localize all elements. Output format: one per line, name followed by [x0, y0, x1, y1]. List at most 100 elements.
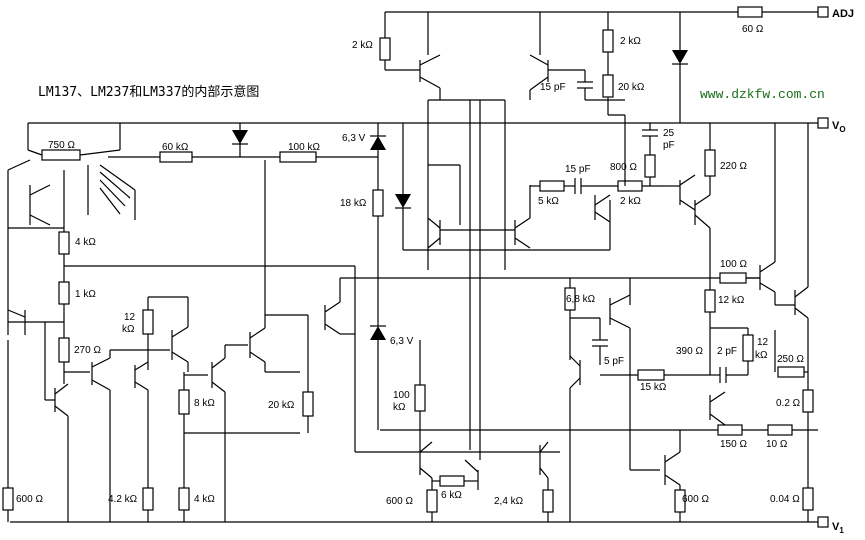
resistor-600-a: [2, 487, 14, 511]
svg-text:4.2 kΩ: 4.2 kΩ: [108, 494, 138, 505]
svg-text:4 kΩ: 4 kΩ: [194, 494, 215, 505]
svg-text:6,3 V: 6,3 V: [390, 336, 414, 347]
svg-text:2,4 kΩ: 2,4 kΩ: [494, 496, 524, 507]
resistor-750: [41, 149, 81, 161]
resistor-12k-r: [742, 334, 754, 362]
svg-text:2 kΩ: 2 kΩ: [620, 196, 641, 207]
resistor-10: [767, 424, 793, 436]
svg-text:600 Ω: 600 Ω: [16, 494, 43, 505]
diagram-title: LM137、LM237和LM337的内部示意图: [38, 84, 259, 100]
resistor-600-b: [426, 489, 438, 513]
resistor-4k-b: [178, 487, 190, 511]
svg-text:10 Ω: 10 Ω: [766, 439, 788, 450]
svg-text:8 kΩ: 8 kΩ: [194, 398, 215, 409]
svg-text:25: 25: [663, 128, 675, 139]
resistor-2k-b: [602, 29, 614, 53]
svg-text:2 pF: 2 pF: [717, 346, 737, 357]
watermark: www.dzkfw.com.cn: [700, 87, 825, 102]
resistor-20k-top: [602, 74, 614, 98]
svg-text:12: 12: [757, 337, 769, 348]
right-block: 220 Ω 100 Ω 12 kΩ 12 kΩ 390 Ω 2: [665, 123, 814, 522]
svg-text:15 pF: 15 pF: [565, 164, 591, 175]
resistor-220: [704, 149, 716, 177]
svg-text:270 Ω: 270 Ω: [74, 345, 101, 356]
svg-text:600 Ω: 600 Ω: [682, 494, 709, 505]
svg-text:15 pF: 15 pF: [540, 82, 566, 93]
vo-terminal: [817, 117, 829, 129]
resistor-270: [58, 337, 70, 363]
resistor-4k-a: [58, 231, 70, 255]
vi-label: V1: [832, 521, 844, 535]
terminals: ADJ VO V1: [817, 6, 854, 535]
resistor-20k-mid: [302, 391, 314, 417]
svg-text:60 Ω: 60 Ω: [742, 24, 764, 35]
resistor-12k-a: [142, 309, 154, 335]
svg-text:5 kΩ: 5 kΩ: [538, 196, 559, 207]
svg-text:800 Ω: 800 Ω: [610, 162, 637, 173]
resistor-0-2: [802, 389, 814, 413]
lower-mid-block: 600 Ω 6 kΩ 2,4 kΩ: [386, 441, 554, 522]
resistor-4-2k: [142, 487, 154, 511]
svg-text:kΩ: kΩ: [122, 324, 135, 335]
resistor-8k: [178, 389, 190, 415]
svg-text:18 kΩ: 18 kΩ: [340, 198, 367, 209]
diode-top-right: [672, 50, 688, 64]
resistor-18k: [372, 189, 384, 217]
resistor-100k: [279, 151, 317, 163]
resistor-60-adj: [737, 6, 763, 18]
svg-text:2 kΩ: 2 kΩ: [352, 40, 373, 51]
svg-text:20 kΩ: 20 kΩ: [268, 400, 295, 411]
resistor-2k-c: [617, 180, 643, 192]
svg-text:15 kΩ: 15 kΩ: [640, 382, 667, 393]
resistor-5k: [539, 180, 565, 192]
svg-text:100 kΩ: 100 kΩ: [288, 142, 320, 153]
resistor-60k: [159, 151, 193, 163]
vo-label: VO: [832, 120, 846, 134]
vi-terminal: [817, 516, 829, 528]
svg-text:20 kΩ: 20 kΩ: [618, 82, 645, 93]
lower-left-block: 600 Ω 12 kΩ 4.2 kΩ: [2, 160, 356, 522]
zener-top: [370, 136, 386, 150]
zener-mid: [370, 326, 386, 340]
resistor-100k-mid: [414, 384, 426, 412]
resistor-15k: [637, 369, 665, 381]
svg-text:pF: pF: [663, 140, 675, 151]
svg-text:0.04 Ω: 0.04 Ω: [770, 494, 800, 505]
svg-text:5 pF: 5 pF: [604, 356, 624, 367]
middle-block: 5 kΩ 15 pF 2 kΩ 25 pF 800 Ω: [427, 114, 675, 250]
svg-text:0.2 Ω: 0.2 Ω: [776, 398, 801, 409]
resistor-2-4k: [542, 489, 554, 513]
diode-mid: [395, 194, 411, 208]
zener-column: 6,3 V 18 kΩ 6,3 V 100 kΩ: [340, 123, 610, 445]
resistor-2k-a: [379, 37, 391, 61]
resistor-800-mid: [644, 154, 656, 178]
svg-text:12: 12: [124, 312, 136, 323]
svg-text:4 kΩ: 4 kΩ: [75, 237, 96, 248]
svg-text:250 Ω: 250 Ω: [777, 354, 804, 365]
svg-text:12 kΩ: 12 kΩ: [718, 295, 745, 306]
svg-text:600 Ω: 600 Ω: [386, 496, 413, 507]
resistor-100-right: [719, 272, 747, 284]
resistor-150: [717, 424, 743, 436]
adj-label: ADJ: [832, 8, 854, 20]
resistor-6k: [439, 475, 465, 487]
svg-text:390 Ω: 390 Ω: [676, 346, 703, 357]
resistor-0-04: [802, 487, 814, 511]
adj-terminal: [817, 6, 829, 18]
svg-text:100: 100: [393, 390, 410, 401]
top-block: 2 kΩ 15 pF 2 kΩ 20 kΩ: [352, 6, 764, 460]
resistor-250: [777, 366, 805, 378]
svg-text:6,3 V: 6,3 V: [342, 133, 366, 144]
svg-text:750 Ω: 750 Ω: [48, 140, 75, 151]
svg-text:kΩ: kΩ: [393, 402, 406, 413]
svg-text:kΩ: kΩ: [755, 350, 768, 361]
svg-text:100 Ω: 100 Ω: [720, 259, 747, 270]
svg-text:6,8 kΩ: 6,8 kΩ: [566, 294, 596, 305]
svg-text:2 kΩ: 2 kΩ: [620, 36, 641, 47]
svg-text:220 Ω: 220 Ω: [720, 161, 747, 172]
svg-text:60 kΩ: 60 kΩ: [162, 142, 189, 153]
lower-mid-right-block: 6,8 kΩ 5 pF 15 kΩ 600 Ω: [564, 278, 710, 522]
svg-text:6 kΩ: 6 kΩ: [441, 490, 462, 501]
